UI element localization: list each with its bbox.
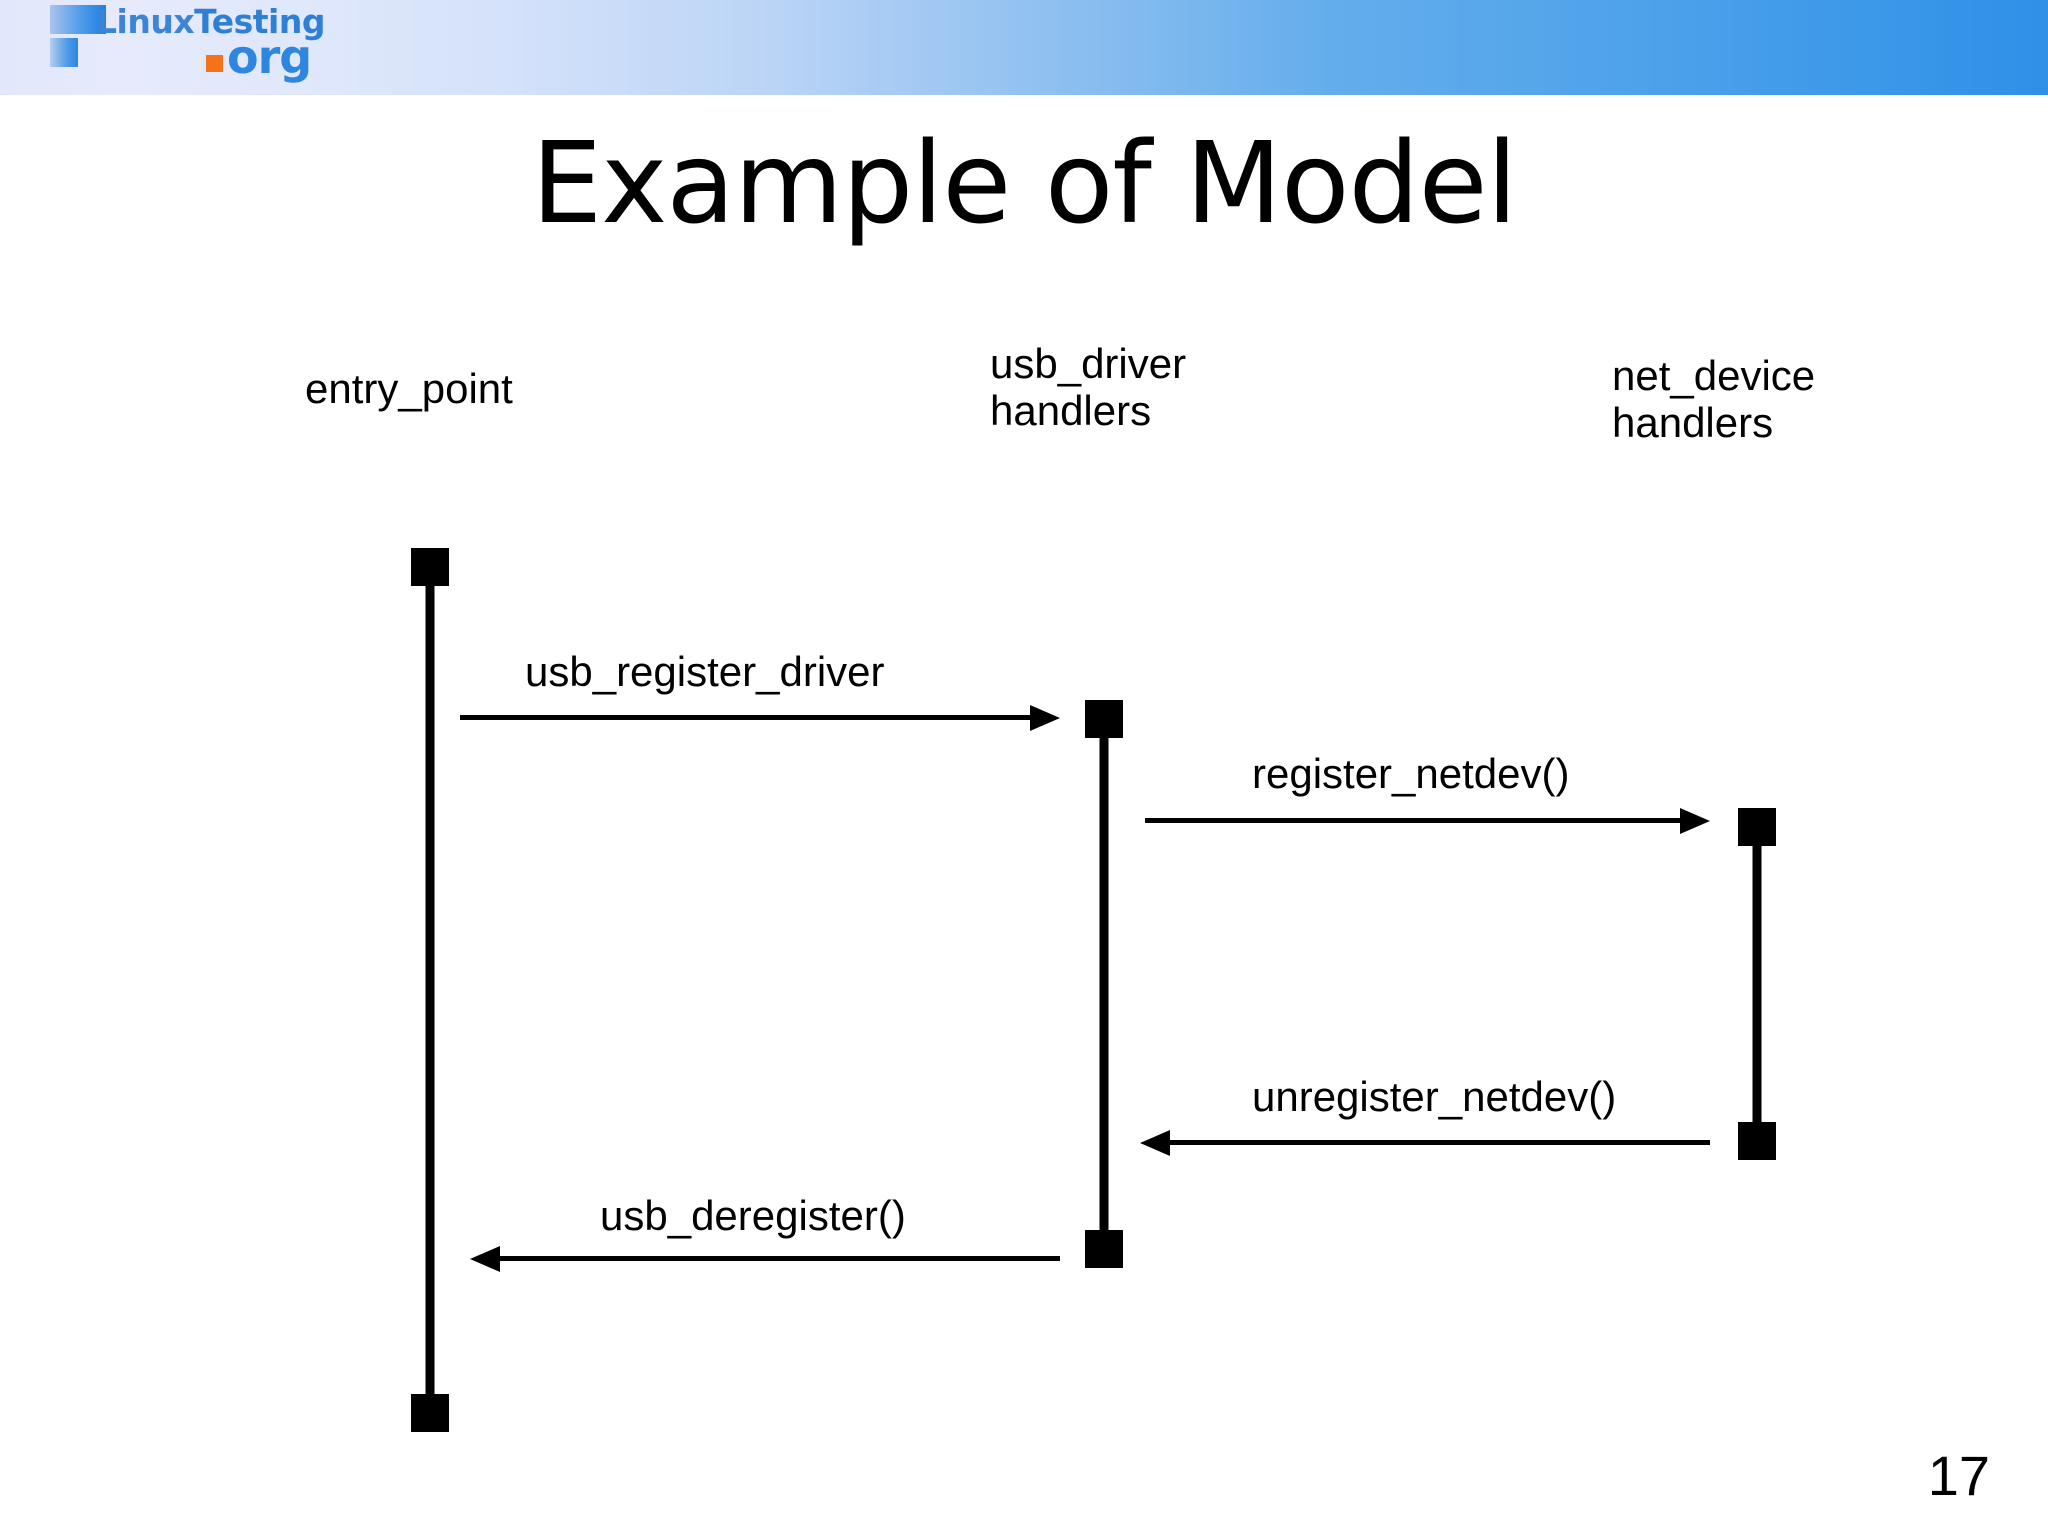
arrow-head-icon	[1030, 705, 1060, 731]
orange-square-dot-icon	[206, 55, 223, 72]
lifeline-node-start	[411, 548, 449, 586]
logo-line-org: org	[206, 30, 312, 84]
lifeline-node-start	[1738, 808, 1776, 846]
lifeline-node-end	[1085, 1230, 1123, 1268]
message-arrow-1	[1145, 805, 1710, 835]
logo-bar-top	[50, 5, 106, 34]
lifeline-entry_point	[405, 548, 455, 1432]
participant-label-entry_point: entry_point	[305, 365, 513, 412]
message-label-3: usb_deregister()	[600, 1192, 906, 1239]
arrow-shaft	[1166, 1140, 1710, 1145]
lifeline-net_device	[1732, 808, 1782, 1160]
logo-text-testing: Testing	[194, 2, 325, 41]
lifeline-stem	[1752, 818, 1762, 1150]
lifeline-stem	[1099, 710, 1109, 1258]
message-label-2: unregister_netdev()	[1252, 1073, 1617, 1120]
arrow-shaft	[1145, 818, 1684, 823]
page-number: 17	[1927, 1444, 1990, 1507]
participant-label-net_device: net_device handlers	[1612, 352, 1816, 447]
arrow-head-icon	[1140, 1130, 1170, 1156]
logo-wordmark: LinuxTesting org	[96, 0, 416, 90]
lifeline-stem	[425, 558, 435, 1422]
page-title: Example of Model	[531, 119, 1517, 249]
message-arrow-3	[470, 1243, 1060, 1273]
arrow-head-icon	[1680, 808, 1710, 834]
arrow-head-icon	[470, 1246, 500, 1272]
lifeline-usb_driver	[1079, 700, 1129, 1268]
lifeline-node-start	[1085, 700, 1123, 738]
linuxtesting-logo-icon	[28, 5, 106, 67]
logo-text-org: org	[227, 30, 312, 84]
lifeline-node-end	[411, 1394, 449, 1432]
message-arrow-0	[460, 702, 1060, 732]
logo-line-linuxtesting: LinuxTesting	[96, 2, 325, 41]
arrow-shaft	[496, 1256, 1060, 1261]
logo-bar-bottom	[50, 38, 78, 67]
header-bar: LinuxTesting org	[0, 0, 2048, 95]
message-arrow-2	[1140, 1127, 1710, 1157]
logo-text-linux: Linux	[96, 2, 195, 41]
message-label-1: register_netdev()	[1252, 750, 1570, 797]
arrow-shaft	[460, 715, 1034, 720]
participant-label-usb_driver: usb_driver handlers	[990, 340, 1187, 435]
message-label-0: usb_register_driver	[525, 648, 885, 695]
lifeline-node-end	[1738, 1122, 1776, 1160]
